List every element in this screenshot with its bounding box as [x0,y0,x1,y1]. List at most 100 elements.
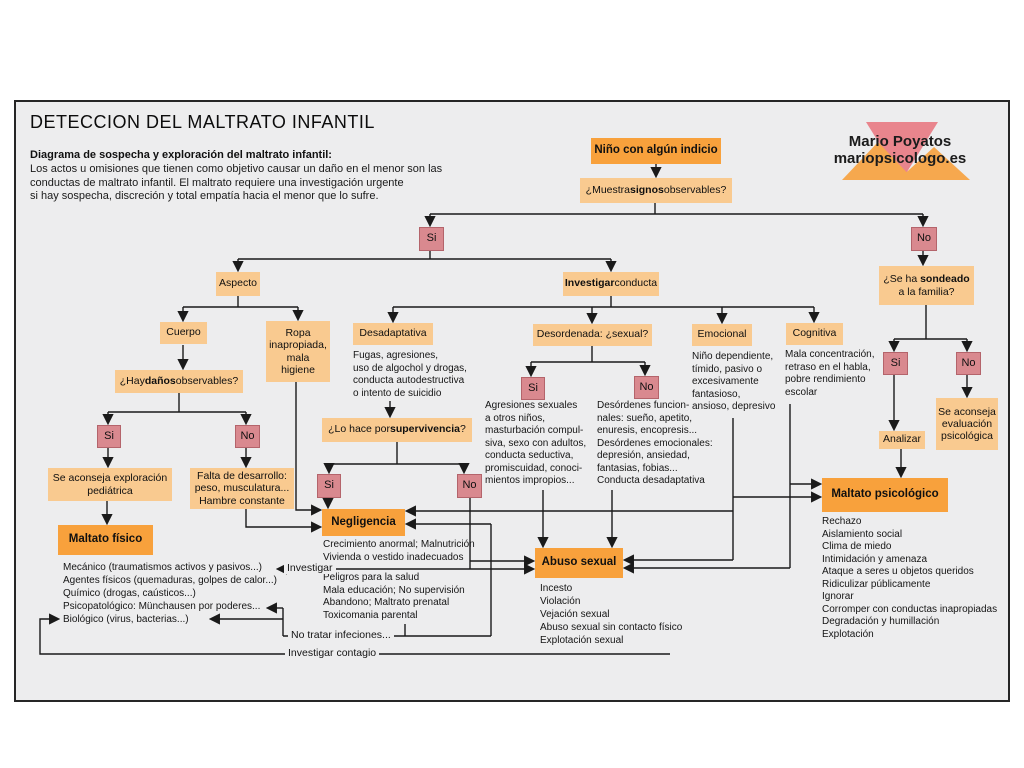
text-line: Agentes físicos (quemaduras, golpes de c… [63,575,278,586]
text-desadaptativa: Fugas, agresiones,uso de algochol y drog… [353,350,467,400]
node-desadaptativa: Desadaptativa [353,323,433,345]
text-line: o intento de suicidio [353,387,442,399]
node-cuerpo: Cuerpo [160,322,207,344]
text-line: tímido, pasivo o [692,363,763,375]
text-line: Desórdenes funcion- [597,400,690,411]
text-line: siva, sexo con adultos, [485,437,587,449]
node-no-supervivencia: No [457,474,482,498]
node-analizar: Analizar [879,431,925,449]
label-investigar: Investigar [284,562,336,574]
text-line: Vivienda o vestido inadecuados [323,551,464,563]
text-line: Psicopatológico: Münchausen por poderes.… [63,601,261,612]
sondeado-line2: a la familia? [898,285,955,298]
text-line: Aislamiento social [822,528,903,540]
page-title: DETECCION DEL MALTRATO INFANTIL [30,112,375,132]
label-investigar-contagio: Investigar contagio [285,647,380,659]
text-sexual-no: Desórdenes funcion-nales: sueño, apetito… [597,400,713,488]
text-line: Violación [540,596,581,607]
text-line: Ropa [285,327,311,340]
text-line: Los actos u omisiones que tienen como ob… [30,163,443,175]
text-line: Clima de miedo [822,541,892,552]
node-si-signos: Si [419,227,444,251]
text-line: Intimidación y amenaza [822,553,928,565]
logo-website: mariopsicologo.es [833,150,967,167]
node-maltrato-fisico: Maltato físico [58,525,153,555]
node-falta-desarrollo: Falta de desarrollo:peso, musculatura...… [190,468,294,509]
text-line: Ignorar [822,591,854,602]
text-cognitiva: Mala concentración,retraso en el habla,p… [785,349,875,399]
intro-heading: Diagrama de sospecha y exploración del m… [30,149,332,161]
text-line: Toxicomania parental [323,609,418,621]
node-nino-indicio: Niño con algún indicio [591,138,721,164]
node-maltrato-psicologico: Maltato psicológico [822,478,948,512]
text-line: pobre rendimiento [785,374,866,385]
text-line: Explotación sexual [540,635,624,646]
text-line: peso, musculatura... [194,482,290,495]
node-abuso-sexual: Abuso sexual [535,548,623,578]
text-line: Crecimiento anormal; Malnutrición [323,539,475,550]
text-line: higiene [281,363,315,376]
text-line: excesivamente [692,376,759,387]
text-line: Hambre constante [199,494,285,507]
text-line: conducta autodestructiva [353,375,465,386]
text-line: nales: sueño, apetito, [597,412,693,424]
text-line: Ridiculizar públicamente [822,578,931,590]
text-line: Mala educación; No supervisión [323,584,465,596]
text-line: ansioso, depresivo [692,401,776,412]
text-line: Desórdenes emocionales: [597,437,713,449]
text-line: Se aconseja exploración [52,472,168,485]
text-line: Degradación y humillación [822,616,940,627]
text-line: Abuso sexual sin contacto físico [540,622,683,633]
text-line: promiscuidad, conoci- [485,462,583,474]
text-line: Químico (drogas, caústicos...) [63,588,196,599]
text-line: Mecánico (traumatismos activos y pasivos… [63,562,262,573]
node-si-sondeado: Si [883,352,908,375]
text-line: depresión, ansiedad, [597,450,690,461]
node-no-danos: No [235,425,260,448]
node-no-sondeado: No [956,352,981,375]
logo-triangle-up-right [898,147,970,180]
text-line: Mala concentración, [785,349,875,360]
text-line: pediátrica [87,484,133,497]
text-line: Ataque a seres u objetos queridos [822,566,974,577]
text-line: mala [286,351,310,364]
list-maltrato-fisico: Mecánico (traumatismos activos y pasivos… [63,561,277,626]
text-line: Abandono; Maltrato prenatal [323,597,450,608]
text-line: Falta de desarrollo: [197,470,287,483]
text-line: fantasioso, [692,388,741,400]
text-line: Fugas, agresiones, [353,350,439,361]
text-line: Explotación [822,628,874,640]
text-line: Biológico (virus, bacterias...) [63,614,189,625]
node-si-danos: Si [97,425,121,448]
text-line: Vejación sexual [540,609,610,620]
text-line: Se aconseja [938,405,996,418]
text-line: Corromper con conductas inapropiadas [822,603,998,615]
logo-name: Mario Poyatos [848,133,952,150]
node-emocional: Emocional [692,324,752,346]
text-line: inapropiada, [269,339,327,352]
node-signos-observables: ¿Muestra signos observables? [580,178,732,203]
text-line: Rechazo [822,516,862,527]
text-line: Niño dependiente, [692,351,774,362]
node-negligencia: Negligencia [322,509,405,536]
text-line: enuresis, encopresis... [597,425,698,436]
text-line: si hay sospecha, discreción y total empa… [30,190,379,202]
diagram-panel [14,100,1010,702]
node-cognitiva: Cognitiva [786,323,843,345]
text-line: conducta seductiva, [485,450,574,461]
node-no-sexual: No [634,376,659,399]
text-line: Incesto [540,583,573,594]
sondeado-line1: ¿Se ha sondeado [883,273,970,286]
text-line: psicológica [941,430,993,443]
node-aspecto: Aspecto [216,272,260,296]
text-line: mientos impropios... [485,475,575,486]
text-line: evaluación [941,417,993,430]
